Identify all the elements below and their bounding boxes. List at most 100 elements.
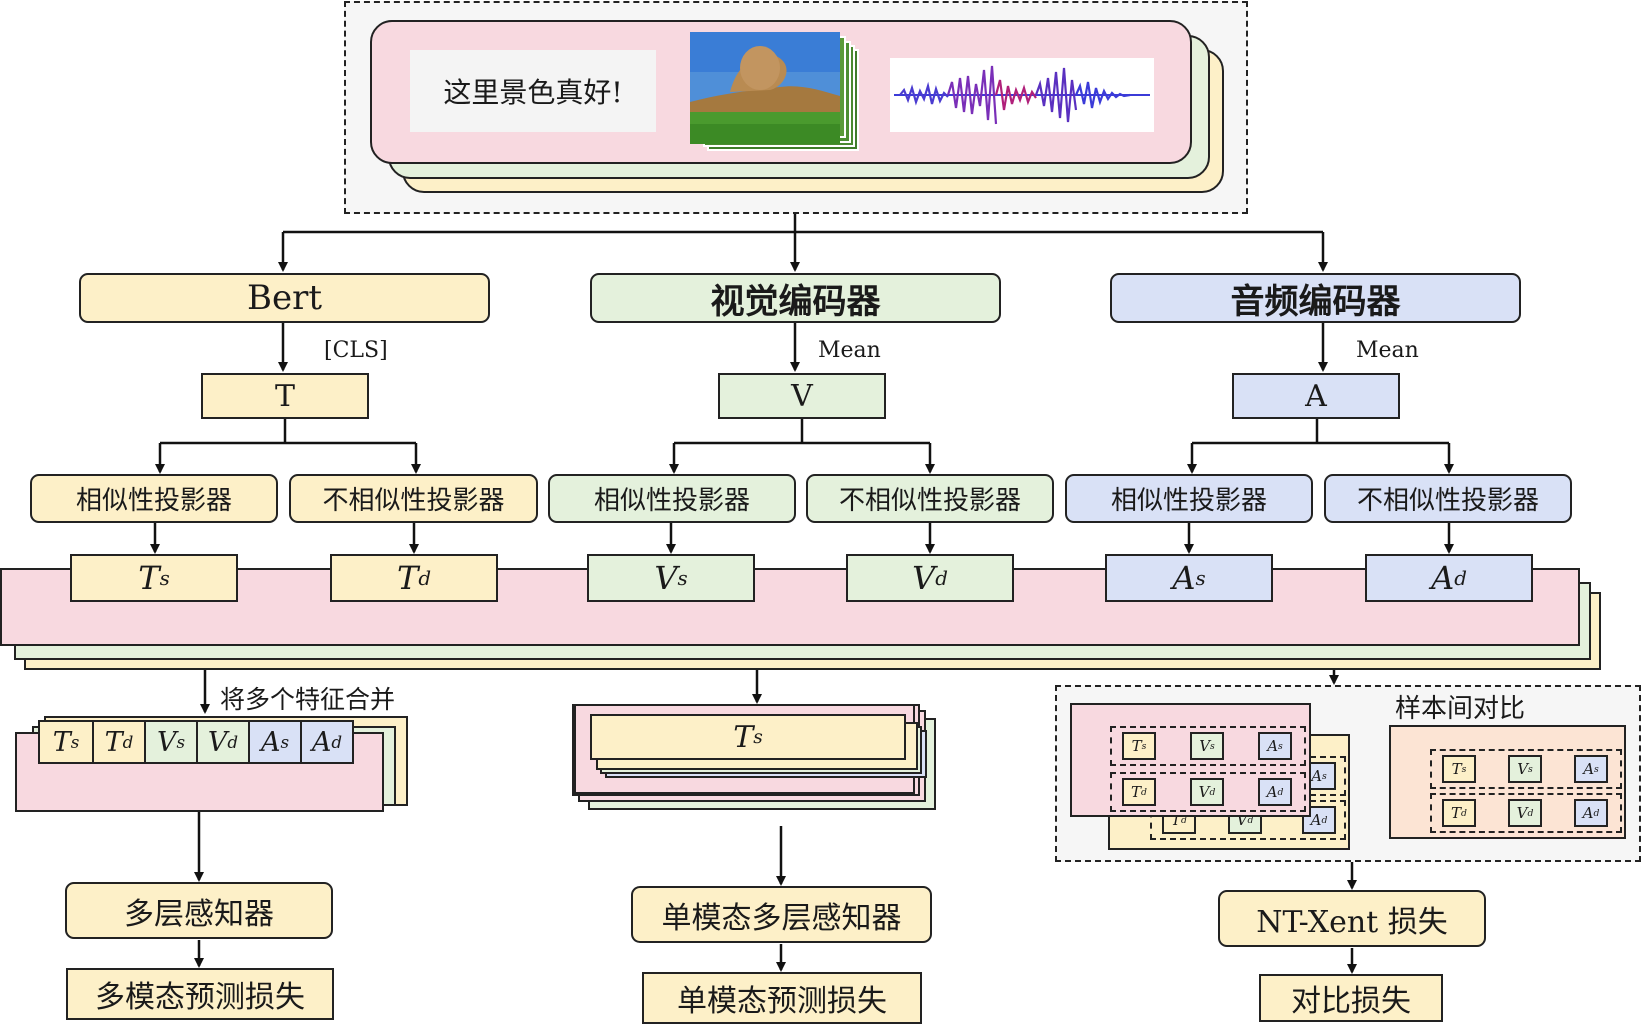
audio-feature: A — [1232, 373, 1400, 419]
concat-td-sub: d — [122, 732, 134, 752]
mlp-head: 多层感知器 — [65, 882, 333, 939]
contrast-other-ts-letter: T — [1451, 760, 1462, 778]
contrastive-loss-label: 对比损失 — [1291, 984, 1411, 1019]
cls-pooling-label: [CLS] — [324, 338, 388, 363]
audio-dissimilar-projector: 不相似性投影器 — [1324, 474, 1572, 523]
multimodal-loss-label: 多模态预测损失 — [95, 980, 305, 1015]
concat-ts-letter: T — [52, 726, 71, 758]
contrast-front-td-letter: T — [1131, 783, 1142, 801]
mlp-head-label: 多层感知器 — [124, 896, 274, 932]
unimodal-loss-label: 单模态预测损失 — [677, 984, 887, 1019]
visual-encoder-label: 视觉编码器 — [710, 281, 881, 322]
unimodal-mlp-head-label: 单模态多层感知器 — [661, 900, 902, 936]
audio-mean-label: Mean — [1356, 338, 1419, 363]
text-feature-label: T — [274, 378, 295, 414]
contrast-title: 样本间对比 — [1395, 694, 1526, 724]
contrast-front-ts-sub: s — [1141, 740, 1147, 752]
projector-label: 相似性投影器 — [593, 486, 750, 516]
concat-td-letter: T — [104, 726, 123, 758]
concat-as-letter: A — [260, 726, 281, 758]
vd-letter: V — [912, 559, 936, 597]
contrast-front-ad-sub: d — [1277, 786, 1284, 798]
contrast-front-as-letter: A — [1267, 737, 1279, 755]
contrast-front-ts-letter: T — [1131, 737, 1142, 755]
contrast-back-ad-letter: A — [1310, 811, 1322, 829]
contrast-back-as-letter: A — [1311, 767, 1323, 785]
contrast-front-group-s — [1110, 726, 1306, 766]
ad-subscript: d — [1454, 566, 1467, 590]
audio-similar-projector: 相似性投影器 — [1065, 474, 1313, 523]
vd-subscript: d — [935, 566, 948, 590]
contrast-front-vd-sub: d — [1209, 786, 1216, 798]
projector-label: 不相似性投影器 — [322, 486, 505, 516]
contrast-back-vd-sub: d — [1247, 814, 1254, 826]
text-dissimilar-projector: 不相似性投影器 — [289, 474, 538, 523]
contrast-other-vd-sub: d — [1527, 807, 1534, 819]
contrast-other-as-letter: A — [1583, 760, 1595, 778]
contrast-front-vd-letter: V — [1198, 783, 1210, 801]
ntxent-head-label: NT-Xent 损失 — [1256, 904, 1448, 940]
ts-letter: T — [138, 559, 160, 597]
bert-encoder-label: Bert — [246, 278, 323, 318]
input-text-box: 这里景色真好! — [410, 50, 656, 132]
contrast-other-group-d — [1430, 793, 1622, 833]
concat-vd-letter: V — [207, 726, 228, 758]
unimodal-ts-sub: s — [753, 726, 763, 748]
contrast-other-as-sub: s — [1594, 763, 1599, 775]
ad-letter: A — [1431, 559, 1455, 597]
projector-label: 相似性投影器 — [1110, 486, 1267, 516]
contrast-back-as-sub: s — [1322, 770, 1327, 782]
visual-feature: V — [718, 373, 886, 419]
contrast-other-td-letter: T — [1451, 804, 1462, 822]
contrast-back-td-letter: T — [1171, 811, 1182, 829]
contrast-front-group-d — [1110, 772, 1306, 812]
contrast-other-td-sub: d — [1461, 807, 1467, 819]
contrast-front-vs-letter: V — [1199, 737, 1211, 755]
as-subscript: s — [1195, 566, 1206, 590]
td-subscript: d — [418, 566, 432, 590]
visual-feature-label: V — [791, 378, 813, 414]
contrast-other-ad-letter: A — [1582, 804, 1594, 822]
contrast-front-td-sub: d — [1141, 786, 1147, 798]
contrast-other-ad-sub: d — [1593, 807, 1600, 819]
td-letter: T — [396, 559, 419, 597]
text-similar-projector: 相似性投影器 — [30, 474, 278, 523]
contrast-back-vd-letter: V — [1236, 811, 1248, 829]
landscape-photo-icon — [690, 32, 862, 152]
visual-mean-label: Mean — [818, 338, 881, 363]
waveform-icon — [890, 58, 1154, 132]
concat-ad-letter: A — [311, 726, 332, 758]
feature-stack-front — [0, 568, 1580, 646]
contrast-other-ts-sub: s — [1461, 763, 1467, 775]
unimodal-loss: 单模态预测损失 — [642, 972, 922, 1024]
concat-ad-sub: d — [331, 732, 343, 752]
concat-as-sub: s — [280, 732, 290, 752]
contrast-front-vs-sub: s — [1210, 740, 1215, 752]
contrast-front-as-sub: s — [1278, 740, 1283, 752]
contrast-back-td-sub: d — [1181, 814, 1187, 826]
concat-ts-sub: s — [70, 732, 80, 752]
contrast-other-vd-letter: V — [1516, 804, 1528, 822]
